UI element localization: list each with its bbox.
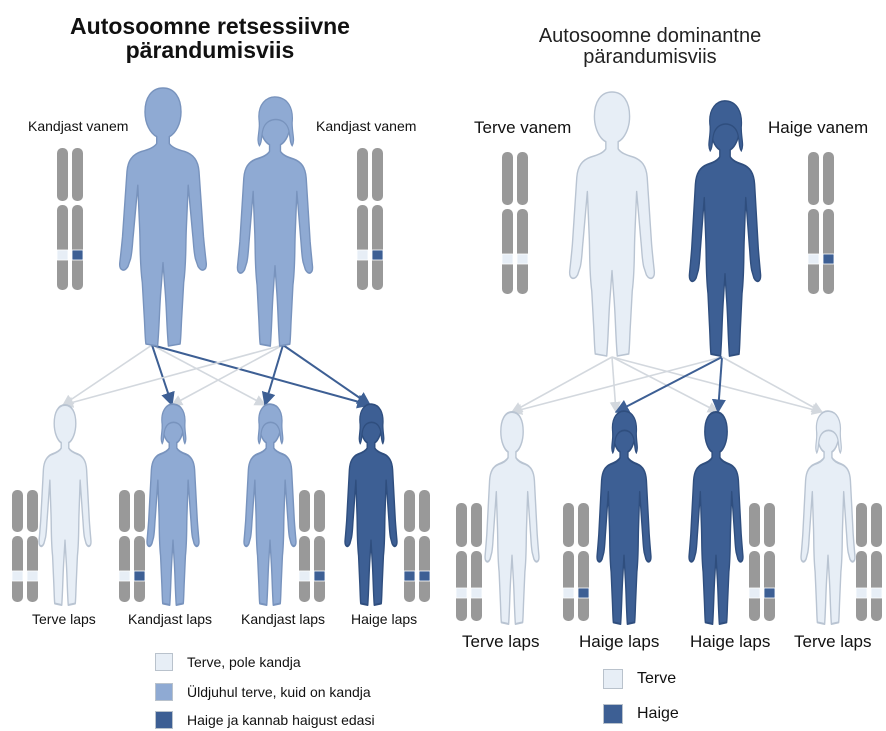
dominant-parent-affected-figure bbox=[689, 101, 760, 356]
recessive-child-3-chromosomes bbox=[299, 490, 325, 602]
recessive-arrow-p1-c4 bbox=[152, 345, 370, 405]
allele-band bbox=[357, 250, 368, 260]
recessive-arrow-p2-c4 bbox=[283, 345, 370, 405]
allele-band bbox=[517, 254, 528, 264]
allele-band bbox=[404, 571, 415, 581]
allele-band bbox=[372, 250, 383, 260]
allele-band bbox=[314, 571, 325, 581]
allele-band bbox=[823, 254, 834, 264]
recessive-child-1-chromosomes bbox=[12, 490, 38, 602]
dominant-child-1-figure bbox=[485, 412, 539, 624]
recessive-parent-father-figure bbox=[120, 88, 207, 346]
allele-band bbox=[12, 571, 23, 581]
allele-band bbox=[134, 571, 145, 581]
allele-band bbox=[456, 588, 467, 598]
recessive-child-1-figure bbox=[39, 405, 91, 605]
dominant-child-3-chromosomes bbox=[749, 503, 775, 621]
allele-band bbox=[764, 588, 775, 598]
dominant-arrow-p2-c1 bbox=[512, 357, 722, 412]
dominant-child-4-figure bbox=[801, 411, 855, 624]
recessive-parent-left-chromosomes bbox=[57, 148, 83, 290]
dominant-arrow-p1-c1 bbox=[512, 357, 612, 412]
dominant-arrow-p1-c4 bbox=[612, 357, 822, 412]
allele-band bbox=[871, 588, 882, 598]
dominant-child-2-figure bbox=[597, 411, 651, 624]
dominant-child-4-chromosomes bbox=[856, 503, 882, 621]
dominant-child-3-figure bbox=[689, 412, 743, 624]
allele-band bbox=[471, 588, 482, 598]
allele-band bbox=[749, 588, 760, 598]
dominant-child-2-chromosomes bbox=[563, 503, 589, 621]
dominant-arrow-p2-c2 bbox=[616, 357, 722, 412]
allele-band bbox=[808, 254, 819, 264]
recessive-child-4-figure bbox=[345, 404, 397, 605]
allele-band bbox=[419, 571, 430, 581]
dominant-parent-right-chromosomes bbox=[808, 152, 834, 294]
recessive-parent-mother-figure bbox=[237, 97, 312, 346]
allele-band bbox=[299, 571, 310, 581]
recessive-arrow-p1-c1 bbox=[63, 345, 152, 405]
allele-band bbox=[502, 254, 513, 264]
recessive-child-2-figure bbox=[147, 404, 199, 605]
recessive-parent-right-chromosomes bbox=[357, 148, 383, 290]
dominant-parent-left-chromosomes bbox=[502, 152, 528, 294]
dominant-child-1-chromosomes bbox=[456, 503, 482, 621]
recessive-child-3-figure bbox=[244, 404, 296, 605]
allele-band bbox=[72, 250, 83, 260]
recessive-child-4-chromosomes bbox=[404, 490, 430, 602]
allele-band bbox=[119, 571, 130, 581]
allele-band bbox=[856, 588, 867, 598]
recessive-arrow-p2-c2 bbox=[172, 345, 283, 405]
allele-band bbox=[563, 588, 574, 598]
allele-band bbox=[57, 250, 68, 260]
allele-band bbox=[578, 588, 589, 598]
recessive-child-2-chromosomes bbox=[119, 490, 145, 602]
recessive-arrow-p2-c1 bbox=[63, 345, 283, 405]
dominant-parent-healthy-figure bbox=[570, 92, 655, 356]
dominant-arrow-p1-c3 bbox=[612, 357, 718, 412]
dominant-arrow-p2-c4 bbox=[722, 357, 822, 412]
allele-band bbox=[27, 571, 38, 581]
